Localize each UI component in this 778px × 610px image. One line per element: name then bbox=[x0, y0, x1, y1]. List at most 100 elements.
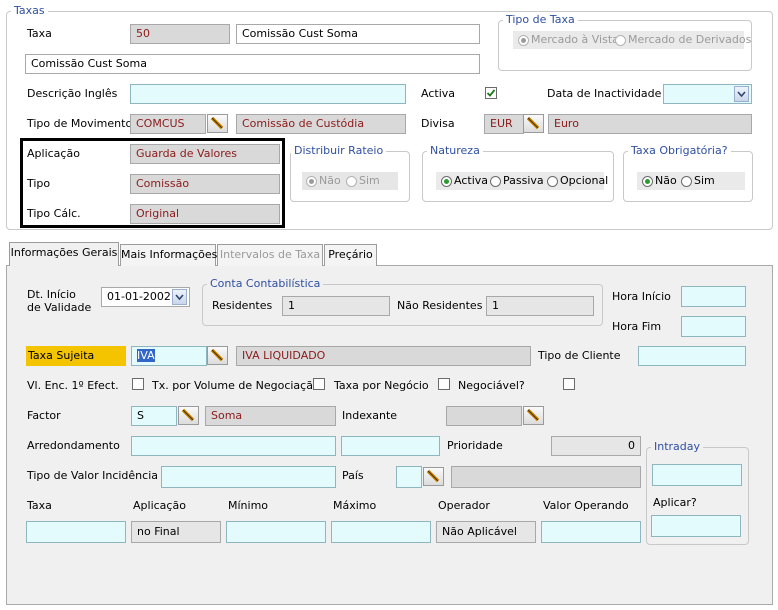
prioridade-field[interactable]: 0 bbox=[551, 436, 641, 456]
divisa-label: Divisa bbox=[421, 117, 455, 130]
grid-maximo-field[interactable] bbox=[331, 521, 431, 543]
negociavel-label: Negociável? bbox=[458, 379, 525, 392]
tipo-movimento-name-field[interactable]: Comissão de Custódia bbox=[236, 114, 406, 134]
factor-code-field[interactable]: S bbox=[131, 406, 177, 426]
factor-lookup-icon[interactable] bbox=[178, 406, 199, 425]
tx-volume-checkbox[interactable] bbox=[313, 378, 325, 390]
taxa-sujeita-name-field[interactable]: IVA LIQUIDADO bbox=[236, 346, 531, 366]
descricao-ingles-field[interactable] bbox=[130, 84, 406, 104]
taxa-sujeita-code-value: IVA bbox=[137, 349, 155, 362]
grid-operador-field[interactable]: Não Aplicável bbox=[436, 521, 536, 543]
tipo-cliente-field[interactable] bbox=[638, 346, 746, 366]
tipo-calc-label: Tipo Cálc. bbox=[27, 207, 81, 220]
taxas-group bbox=[6, 11, 773, 230]
natureza-opcional-label: Opcional bbox=[560, 174, 609, 187]
aplicacao-field[interactable]: Guarda de Valores bbox=[130, 144, 280, 164]
negociavel-checkbox[interactable] bbox=[563, 378, 575, 390]
taxa-description-field[interactable]: Comissão Cust Soma bbox=[25, 54, 480, 74]
pais-code-field[interactable] bbox=[396, 466, 422, 488]
conta-contabilistica-group bbox=[202, 284, 603, 326]
tab-panel bbox=[6, 265, 773, 605]
indexante-lookup-icon[interactable] bbox=[523, 406, 544, 425]
tipo-field[interactable]: Comissão bbox=[130, 174, 280, 194]
natureza-strip bbox=[436, 172, 604, 190]
aplicar-field[interactable] bbox=[651, 515, 741, 537]
mercado-derivados-label: Mercado de Derivados bbox=[628, 33, 752, 46]
hora-inicio-field[interactable] bbox=[681, 286, 746, 307]
rateio-nao-radio[interactable] bbox=[306, 176, 317, 187]
tx-volume-label: Tx. por Volume de Negociação bbox=[152, 379, 320, 392]
tipo-cliente-label: Tipo de Cliente bbox=[538, 349, 621, 362]
tipo-calc-field[interactable]: Original bbox=[130, 204, 280, 224]
highlight-box bbox=[20, 138, 285, 228]
obrigatoria-nao-radio[interactable] bbox=[642, 176, 653, 187]
divisa-lookup-icon[interactable] bbox=[523, 114, 544, 133]
residentes-field[interactable]: 1 bbox=[282, 296, 390, 316]
natureza-activa-label: Activa bbox=[454, 174, 488, 187]
tipo-valor-label: Tipo de Valor Incidência bbox=[27, 469, 158, 482]
factor-name-field[interactable]: Soma bbox=[205, 406, 336, 426]
natureza-opcional-radio[interactable] bbox=[547, 176, 558, 187]
taxa-sujeita-code-field[interactable]: IVA bbox=[131, 346, 207, 366]
vl-enc-checkbox[interactable] bbox=[132, 378, 144, 390]
pais-label: País bbox=[342, 469, 364, 482]
tab-intervalos-taxa[interactable]: Intervalos de Taxa bbox=[217, 244, 323, 266]
rateio-sim-radio[interactable] bbox=[346, 176, 357, 187]
tipo-movimento-code-field[interactable]: COMCUS bbox=[130, 114, 206, 134]
pais-name-field[interactable] bbox=[451, 466, 641, 488]
tab-mais-informacoes[interactable]: Mais Informações bbox=[120, 244, 217, 266]
arredondamento-field-2[interactable] bbox=[341, 436, 440, 456]
mercado-derivados-radio[interactable] bbox=[615, 35, 626, 46]
dt-inicio-chevron-icon[interactable] bbox=[172, 289, 187, 305]
natureza-group bbox=[422, 151, 614, 202]
taxa-negocio-label: Taxa por Negócio bbox=[334, 379, 429, 392]
arredondamento-label: Arredondamento bbox=[27, 439, 120, 452]
tipo-taxa-group bbox=[498, 20, 752, 71]
nao-residentes-label: Não Residentes bbox=[397, 299, 483, 312]
natureza-passiva-radio[interactable] bbox=[490, 176, 501, 187]
distribuir-rateio-title: Distribuir Rateio bbox=[291, 145, 387, 157]
nao-residentes-field[interactable]: 1 bbox=[486, 296, 594, 316]
taxa-code-field[interactable]: 50 bbox=[130, 24, 230, 44]
indexante-field[interactable] bbox=[446, 406, 522, 426]
tipo-label: Tipo bbox=[27, 177, 51, 190]
grid-valor-operando-field[interactable] bbox=[541, 521, 641, 543]
tipo-taxa-title: Tipo de Taxa bbox=[503, 14, 578, 26]
grid-aplicacao-field[interactable]: no Final bbox=[131, 521, 221, 543]
divisa-name-field[interactable]: Euro bbox=[548, 114, 752, 134]
mercado-vista-radio[interactable] bbox=[518, 35, 529, 46]
data-inactividade-label: Data de Inactividade bbox=[547, 87, 662, 100]
activa-checkbox[interactable] bbox=[485, 87, 497, 99]
tab-informacoes-gerais[interactable]: Informações Gerais bbox=[9, 242, 119, 266]
grid-header-minimo: Mínimo bbox=[228, 499, 269, 512]
data-inactividade-field[interactable] bbox=[663, 84, 752, 104]
taxa-sujeita-lookup-icon[interactable] bbox=[207, 346, 228, 365]
taxa-negocio-checkbox[interactable] bbox=[438, 378, 450, 390]
grid-taxa-field[interactable] bbox=[26, 521, 126, 543]
check-icon bbox=[486, 89, 496, 97]
grid-header-operador: Operador bbox=[438, 499, 490, 512]
activa-label: Activa bbox=[421, 87, 455, 100]
grid-minimo-field[interactable] bbox=[226, 521, 326, 543]
hora-fim-field[interactable] bbox=[681, 316, 746, 337]
tipo-movimento-lookup-icon[interactable] bbox=[207, 114, 228, 133]
intraday-field[interactable] bbox=[652, 464, 742, 486]
grid-header-aplicacao: Aplicação bbox=[133, 499, 186, 512]
tab-precario[interactable]: Preçário bbox=[324, 244, 377, 266]
rateio-nao-label: Não bbox=[319, 174, 341, 187]
dt-inicio-field[interactable]: 01-01-2002 bbox=[101, 287, 190, 307]
divisa-code-field[interactable]: EUR bbox=[484, 114, 524, 134]
grid-header-valor-operando: Valor Operando bbox=[543, 499, 629, 512]
arredondamento-field-1[interactable] bbox=[131, 436, 336, 456]
aplicar-label: Aplicar? bbox=[653, 496, 697, 509]
natureza-activa-radio[interactable] bbox=[441, 176, 452, 187]
tipo-valor-field[interactable] bbox=[161, 466, 336, 488]
prioridade-label: Prioridade bbox=[447, 439, 503, 452]
obrigatoria-sim-radio[interactable] bbox=[681, 176, 692, 187]
chevron-down-icon[interactable] bbox=[734, 86, 749, 102]
rateio-sim-label: Sim bbox=[359, 174, 380, 187]
taxa-name-field[interactable]: Comissão Cust Soma bbox=[236, 24, 480, 44]
grid-header-taxa: Taxa bbox=[27, 499, 52, 512]
hora-fim-label: Hora Fim bbox=[612, 320, 662, 333]
pais-lookup-icon[interactable] bbox=[423, 467, 444, 486]
